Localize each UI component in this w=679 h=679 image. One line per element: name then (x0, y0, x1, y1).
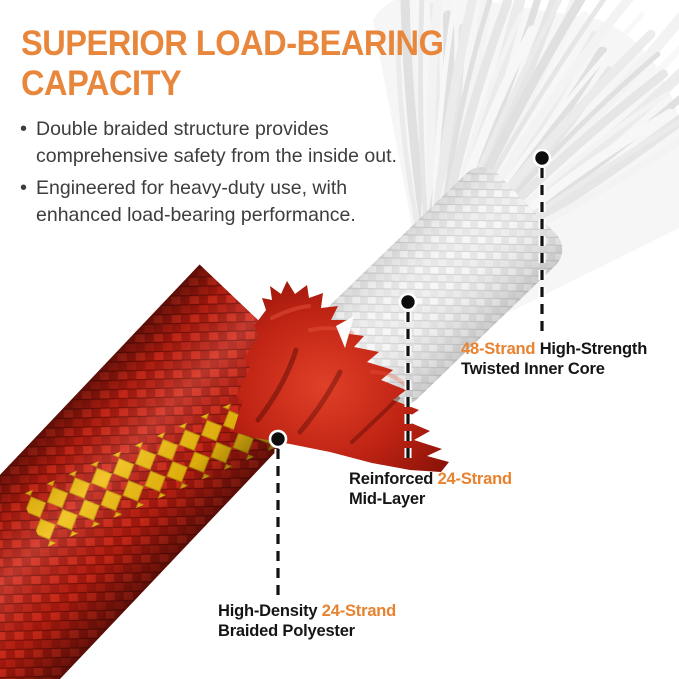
core-braided-sheath-chunk (321, 167, 563, 405)
callout-inner-core-line1: High-Strength (535, 340, 648, 358)
page-title-line-2: CAPACITY (21, 64, 182, 103)
marker-dot-outer (268, 429, 288, 449)
page-title: SUPERIOR LOAD-BEARING CAPACITY (21, 24, 444, 104)
bullet-dot-icon: • (20, 177, 28, 199)
mid-layer-frayed-blob (233, 281, 449, 472)
callout-outer-line1: High-Density (218, 602, 322, 620)
mid-layer-creases (255, 304, 407, 444)
marker-dot-inner-core (532, 148, 552, 168)
callout-markers (268, 148, 552, 597)
callout-mid-layer-line1: Reinforced (349, 470, 438, 488)
feature-bullet-2: • Engineered for heavy-duty use, with en… (20, 175, 412, 229)
page-title-line-1: SUPERIOR LOAD-BEARING (21, 24, 444, 63)
bullet-dot-icon: • (20, 118, 28, 140)
fray-white-notch (336, 316, 354, 348)
feature-bullet-1: • Double braided structure provides comp… (20, 116, 412, 170)
callout-mid-layer-line2: Mid-Layer (349, 490, 426, 508)
callout-outer-line2: Braided Polyester (218, 622, 355, 640)
callout-outer-strand-count: 24-Strand (321, 602, 397, 620)
callout-label-outer-sheath: High-Density 24-Strand Braided Polyester (218, 601, 396, 641)
feature-bullet-1-text: Double braided structure provides compre… (36, 118, 397, 167)
callout-label-inner-core: 48-Strand High-Strength Twisted Inner Co… (461, 339, 647, 379)
feature-bullet-2-text: Engineered for heavy-duty use, with enha… (36, 177, 356, 226)
callout-label-mid-layer: Reinforced 24-Strand Mid-Layer (349, 469, 512, 509)
marker-dot-mid-layer (398, 292, 418, 312)
callout-mid-layer-strand-count: 24-Strand (437, 470, 513, 488)
feature-bullets: • Double braided structure provides comp… (20, 116, 412, 234)
callout-inner-core-strand-count: 48-Strand (461, 340, 536, 358)
callout-inner-core-line2: Twisted Inner Core (461, 360, 605, 378)
